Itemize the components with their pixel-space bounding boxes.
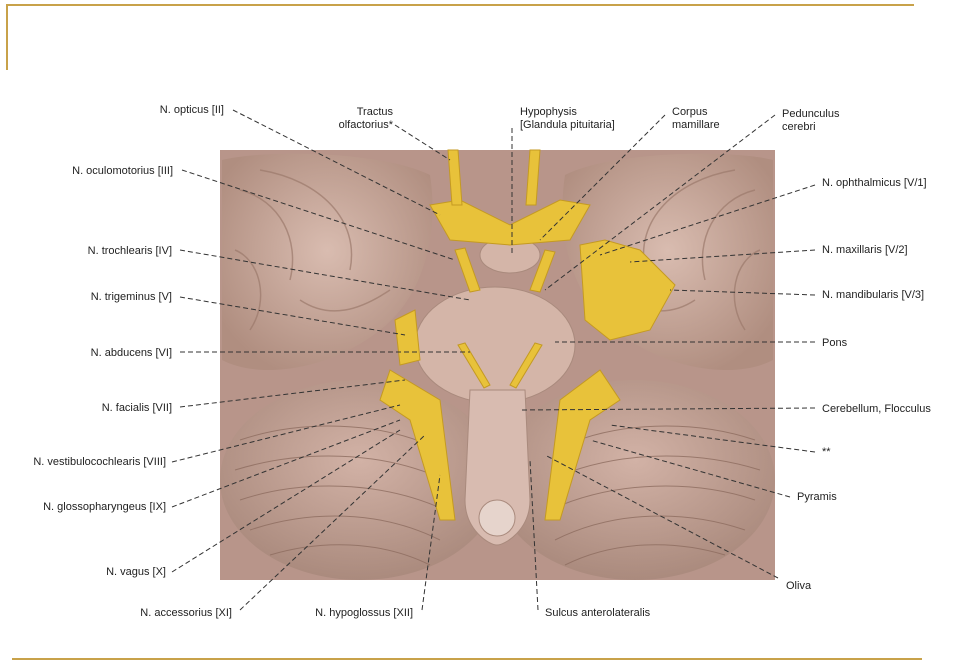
label-corpus-mamillare-2: mamillare bbox=[672, 119, 720, 131]
labels: N. opticus [II] Tractus olfactorius* Hyp… bbox=[33, 104, 931, 619]
label-oliva: Oliva bbox=[786, 580, 812, 592]
label-tractus-olfactorius-1: Tractus bbox=[357, 106, 394, 118]
label-n-vagus: N. vagus [X] bbox=[106, 566, 166, 578]
label-n-accessorius: N. accessorius [XI] bbox=[140, 607, 232, 619]
pons-shape bbox=[414, 286, 576, 404]
olfactory-tract-right bbox=[525, 149, 541, 206]
left-nerve-bundle bbox=[379, 369, 456, 521]
label-n-trochlearis: N. trochlearis [IV] bbox=[88, 245, 172, 257]
label-cerebellum-flocculus: Cerebellum, Flocculus bbox=[822, 403, 931, 415]
label-tractus-olfactorius-2: olfactorius* bbox=[339, 119, 394, 131]
brain-illustration bbox=[220, 149, 775, 580]
right-nerve-bundle bbox=[544, 369, 621, 521]
cranial-nerves bbox=[379, 149, 676, 521]
label-n-ophthalmicus: N. ophthalmicus [V/1] bbox=[822, 177, 927, 189]
label-n-opticus: N. opticus [II] bbox=[160, 104, 224, 116]
spinal-cord-section bbox=[478, 499, 516, 537]
frame-left-border bbox=[6, 4, 8, 70]
label-n-oculomotorius: N. oculomotorius [III] bbox=[72, 165, 173, 177]
label-n-trigeminus: N. trigeminus [V] bbox=[91, 291, 172, 303]
label-corpus-mamillare-1: Corpus bbox=[672, 106, 708, 118]
optic-chiasm bbox=[429, 199, 591, 246]
leader-lines bbox=[171, 109, 816, 611]
oculomotor-nerve-r bbox=[529, 249, 556, 293]
cerebellar-folia bbox=[234, 425, 761, 566]
label-n-facialis: N. facialis [VII] bbox=[102, 402, 172, 414]
abducens-right bbox=[509, 342, 543, 389]
frame-top-border bbox=[6, 4, 914, 6]
label-pedunculus-2: cerebri bbox=[782, 121, 816, 133]
olfactory-tract-left bbox=[447, 149, 463, 206]
label-hypophysis-2: [Glandula pituitaria] bbox=[520, 119, 615, 131]
frame-bottom-border bbox=[12, 658, 922, 660]
abducens-left bbox=[457, 342, 491, 389]
label-sulcus-anterolateralis: Sulcus anterolateralis bbox=[545, 607, 651, 619]
label-n-glossopharyngeus: N. glossopharyngeus [IX] bbox=[43, 501, 166, 513]
label-hypophysis-1: Hypophysis bbox=[520, 106, 577, 118]
left-temporal-lobe bbox=[222, 153, 433, 370]
label-n-abducens: N. abducens [VI] bbox=[91, 347, 172, 359]
label-n-hypoglossus: N. hypoglossus [XII] bbox=[315, 607, 413, 619]
trigeminus-left bbox=[394, 309, 421, 366]
label-n-vestibulocochlearis: N. vestibulocochlearis [VIII] bbox=[33, 456, 166, 468]
medulla-shape bbox=[464, 389, 531, 546]
label-pyramis: Pyramis bbox=[797, 491, 837, 503]
label-n-maxillaris: N. maxillaris [V/2] bbox=[822, 244, 908, 256]
label-pons: Pons bbox=[822, 337, 848, 349]
right-cerebellar-hemisphere bbox=[495, 380, 775, 580]
label-pedunculus-1: Pedunculus bbox=[782, 108, 840, 120]
left-cerebellar-hemisphere bbox=[220, 380, 500, 580]
trigeminal-nerve bbox=[579, 239, 676, 341]
oculomotor-nerve-l bbox=[454, 247, 481, 293]
label-n-mandibularis: N. mandibularis [V/3] bbox=[822, 289, 924, 301]
label-double-star: ** bbox=[822, 446, 831, 458]
